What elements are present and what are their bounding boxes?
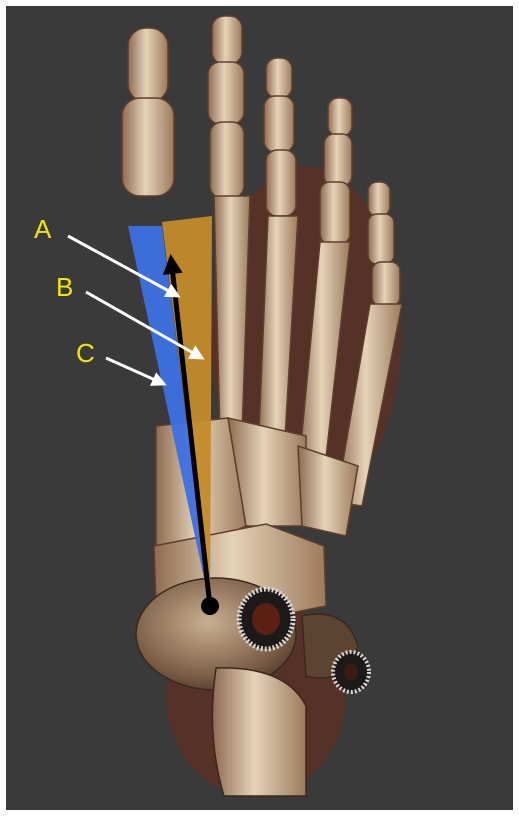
ct-3d-render-panel: A B C (6, 6, 513, 810)
label-a: A (34, 216, 51, 242)
axis-pivot-dot (201, 597, 219, 615)
foot-ct-illustration (6, 6, 513, 810)
label-c: C (76, 340, 95, 366)
label-b: B (56, 274, 73, 300)
arrow-c (106, 358, 164, 384)
